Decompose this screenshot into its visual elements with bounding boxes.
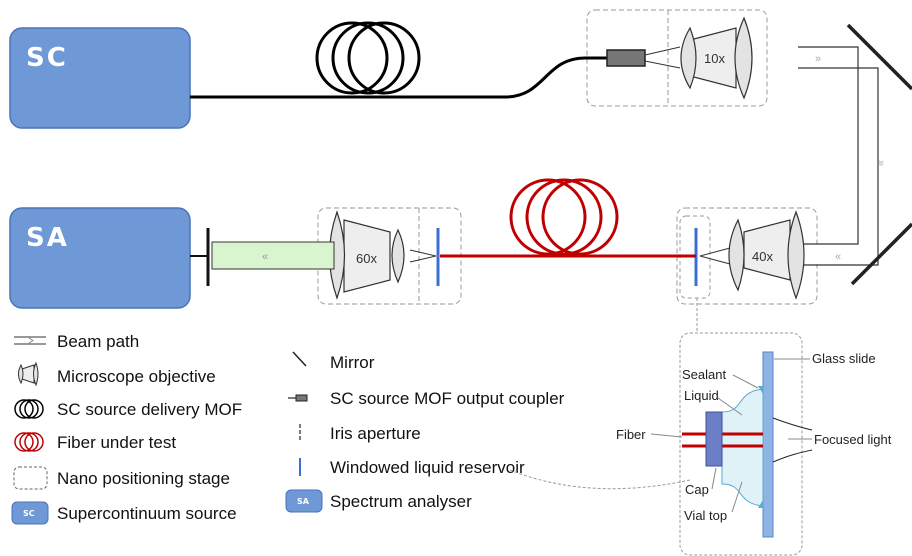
sc-source-block (9, 27, 191, 129)
mirror-bottom (850, 222, 912, 286)
legend-beam-path: Beam path (57, 332, 139, 351)
inset-glass-slide (762, 351, 774, 538)
legend-iris: Iris aperture (330, 424, 421, 443)
legend-objective-icon (18, 361, 39, 387)
legend-mirror: Mirror (330, 353, 375, 372)
svg-text:«: « (262, 251, 268, 263)
objective-60x (328, 210, 405, 300)
legend-coupler-icon (288, 394, 308, 402)
inset-label-fiber: Fiber (616, 427, 646, 442)
legend-mirror-icon (292, 351, 307, 367)
inset-focused-light (772, 417, 813, 463)
inset-label-vial-top: Vial top (684, 508, 727, 523)
legend-delivery-mof-icon (14, 399, 44, 419)
stage-upper (586, 9, 768, 107)
legend-coupler: SC source MOF output coupler (330, 389, 565, 408)
legend-stage-icon (13, 466, 48, 490)
legend-fiber-under-test: Fiber under test (57, 433, 176, 452)
legend-sa-icon-text: SA (297, 497, 310, 506)
fiber-under-test (440, 178, 696, 258)
svg-text:»: » (875, 160, 887, 166)
svg-text:«: « (835, 251, 841, 263)
beam-path (798, 46, 879, 266)
inset-label-focused-light: Focused light (814, 432, 892, 447)
legend-objective: Microscope objective (57, 367, 216, 386)
legend-analyser: Spectrum analyser (330, 492, 472, 511)
sc-source-label: SC (26, 43, 68, 73)
inset-label-cap: Cap (685, 482, 709, 497)
spectrum-analyser-label: SA (26, 223, 69, 253)
legend-fiber-under-test-icon (14, 432, 44, 452)
inset-vial-cap (705, 411, 723, 467)
inset-label-liquid: Liquid (684, 388, 719, 403)
objective-40x-label: 40x (752, 249, 773, 264)
objective-60x-label: 60x (356, 251, 377, 266)
inset-callout (509, 469, 691, 490)
legend-reservoir: Windowed liquid reservoir (330, 458, 525, 477)
svg-text:»: » (815, 53, 821, 65)
inset-label-sealant: Sealant (682, 367, 726, 382)
delivery-mof (190, 21, 607, 99)
objective-40x (728, 210, 805, 300)
legend-stage: Nano positioning stage (57, 469, 230, 488)
objective-10x (680, 16, 753, 100)
inset-label-glass-slide: Glass slide (812, 351, 876, 366)
mof-output-coupler (606, 49, 646, 67)
spectrum-analyser-block (9, 207, 191, 309)
output-beam (211, 241, 335, 270)
legend-sc-source: Supercontinuum source (57, 504, 237, 523)
inset-frame (679, 332, 803, 556)
legend-sc-icon-text: SC (23, 509, 35, 518)
legend-beam-path-icon (14, 336, 46, 345)
objective-10x-label: 10x (704, 51, 725, 66)
legend-analyser-icon (285, 489, 323, 513)
mirror-top (846, 23, 912, 91)
legend-delivery-mof: SC source delivery MOF (57, 400, 242, 419)
legend-sc-source-icon (11, 501, 49, 525)
